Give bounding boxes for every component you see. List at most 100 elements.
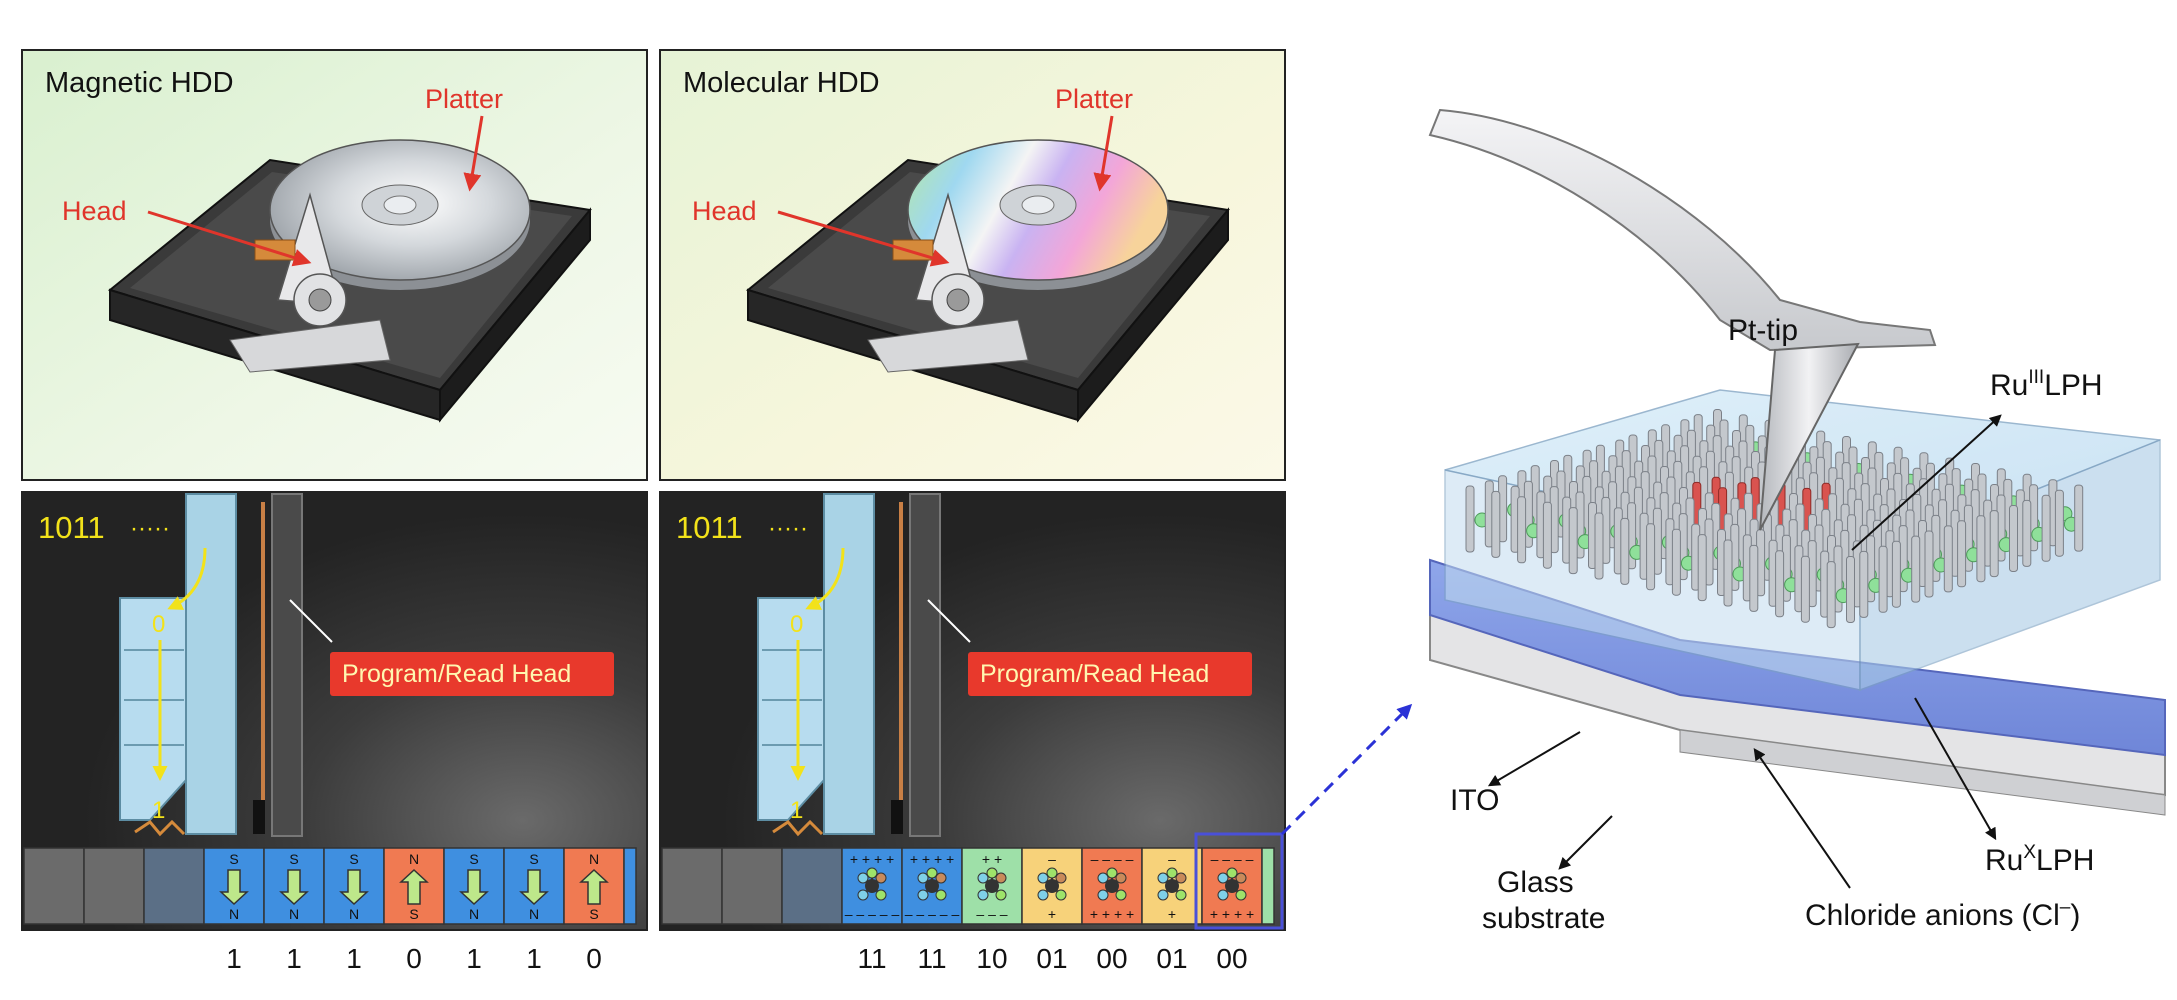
track-cell: SN xyxy=(443,847,505,925)
arrow-down-icon xyxy=(279,869,309,906)
bit-value: 00 xyxy=(1216,943,1247,974)
device-schematic: Pt-tip RuIIILPH RuXLPH ITO Glass substra… xyxy=(1428,108,2166,935)
ru3-label: RuIIILPH xyxy=(1990,367,2103,402)
rux-pillar xyxy=(1697,534,1707,602)
rux-pillar xyxy=(1594,512,1604,580)
cell-bottom-label: + xyxy=(1168,906,1176,922)
cell-top-label: + + xyxy=(982,851,1002,867)
magnetic-head-label: Head xyxy=(62,196,127,226)
rux-pillar xyxy=(1989,510,1999,578)
track-cell: SN xyxy=(203,847,265,925)
rux-pillar xyxy=(2074,484,2084,552)
cell-top-label: N xyxy=(409,851,419,867)
molecule-icon xyxy=(977,867,1007,901)
rux-pillar xyxy=(1800,555,1810,623)
glass-arrow xyxy=(1558,815,1613,870)
bit-value: 00 xyxy=(1096,943,1127,974)
cell-top-label: S xyxy=(349,851,358,867)
molecular-drive-illustration xyxy=(745,139,1230,423)
rux-pillar xyxy=(1957,520,1967,588)
molecular-code-dots: ····· xyxy=(768,515,808,542)
arrow-down-icon xyxy=(519,869,549,906)
rux-pillar xyxy=(1671,528,1681,596)
cantilever xyxy=(1428,108,1937,352)
rux-pillar xyxy=(2041,494,2051,562)
ru3-arrow xyxy=(1851,414,2002,551)
track-blank-cell xyxy=(781,847,843,925)
cell-bottom-label: – – – – – xyxy=(845,906,900,922)
track-cell: NS xyxy=(563,847,625,925)
cell-bottom-label: N xyxy=(529,906,539,922)
arrow-down-icon xyxy=(459,869,489,906)
magnetic-code-dots: ····· xyxy=(130,515,170,542)
zoom-connector-arrow xyxy=(1280,703,1413,836)
cell-bottom-label: + + + + xyxy=(1090,906,1134,922)
rux-arrow xyxy=(1914,697,1997,841)
rux-pillar xyxy=(1542,501,1552,569)
arrow-down-icon xyxy=(219,869,249,906)
track-cell: –+ xyxy=(1021,847,1083,925)
cell-top-label: – xyxy=(1168,851,1176,867)
molecular-zero-arrow xyxy=(805,547,845,610)
rux-pillar xyxy=(1646,523,1656,591)
arrow-up-icon xyxy=(399,868,429,905)
highlighted-cell-frame xyxy=(1194,832,1284,930)
molecular-head-arrow xyxy=(777,210,950,267)
rux-pillar xyxy=(1775,550,1785,618)
track-edge-cell xyxy=(1261,847,1275,925)
track-blank-cell xyxy=(143,847,205,925)
cell-bottom-label: + + + + xyxy=(1210,906,1254,922)
magnetic-head-tag-text: Program/Read Head xyxy=(342,660,571,688)
molecular-slider xyxy=(823,493,875,835)
ito-label: ITO xyxy=(1450,784,1499,817)
molecular-arm-one: 1 xyxy=(790,797,803,824)
magnetic-slider xyxy=(185,493,237,835)
chloride-arrow xyxy=(1753,748,1851,889)
cell-top-label: + + + + xyxy=(910,851,954,867)
magnetic-arm-zero: 0 xyxy=(152,611,165,638)
magnetic-head-detail: 1011 ····· 0 0 1 Program/Read Head SNSNS… xyxy=(21,491,648,974)
cell-top-label: – xyxy=(1048,851,1056,867)
molecule-icon xyxy=(1037,867,1067,901)
track-cell: NS xyxy=(383,847,445,925)
molecular-code: 1011 xyxy=(676,510,743,545)
cell-top-label: – – – – xyxy=(1091,851,1134,867)
pt-tip xyxy=(1759,342,1860,531)
rux-pillar xyxy=(1465,485,1475,553)
bit-value: 01 xyxy=(1156,943,1187,974)
rux-pillar xyxy=(1491,490,1501,558)
rux-label: RuXLPH xyxy=(1985,842,2094,877)
rux-pillar xyxy=(1943,525,1953,593)
molecule-icon xyxy=(1157,867,1187,901)
track-cell: + + + +– – – – – xyxy=(841,847,903,925)
track-cell: + +– – – xyxy=(961,847,1023,925)
track-cell: – – – –+ + + + xyxy=(1201,847,1263,925)
bit-value: 1 xyxy=(526,943,542,974)
molecular-head-detail: 1011 ····· 0 0 1 Program/Read Head + + +… xyxy=(659,491,1286,974)
cell-bottom-label: N xyxy=(229,906,239,922)
molecular-platter-label: Platter xyxy=(1055,84,1133,114)
bit-value: 1 xyxy=(346,943,362,974)
magnetic-platter-label: Platter xyxy=(425,84,503,114)
rux-pillar xyxy=(1620,517,1630,585)
magnetic-hdd-panel: Magnetic HDD Platter Head xyxy=(21,49,648,481)
track-blank-cell xyxy=(23,847,85,925)
bit-value: 11 xyxy=(917,943,946,974)
bit-value: 0 xyxy=(586,943,602,974)
molecular-hdd-panel: Molecular HDD Platter Head xyxy=(659,49,1286,481)
bit-value: 01 xyxy=(1036,943,1067,974)
rux-pillar xyxy=(1924,530,1934,598)
magnetic-platter-arrow xyxy=(463,115,484,192)
rux-pillar xyxy=(1891,540,1901,608)
rux-pillar xyxy=(1826,561,1836,629)
molecular-arm-zero: 0 xyxy=(790,611,803,638)
track-cell: SN xyxy=(263,847,325,925)
arrow-down-icon xyxy=(339,869,369,906)
track-blank-cell xyxy=(661,847,723,925)
cell-top-label: S xyxy=(289,851,298,867)
cell-top-label: S xyxy=(529,851,538,867)
cell-bottom-label: N xyxy=(289,906,299,922)
cell-top-label: N xyxy=(589,851,599,867)
rux-pillar xyxy=(1911,535,1921,603)
